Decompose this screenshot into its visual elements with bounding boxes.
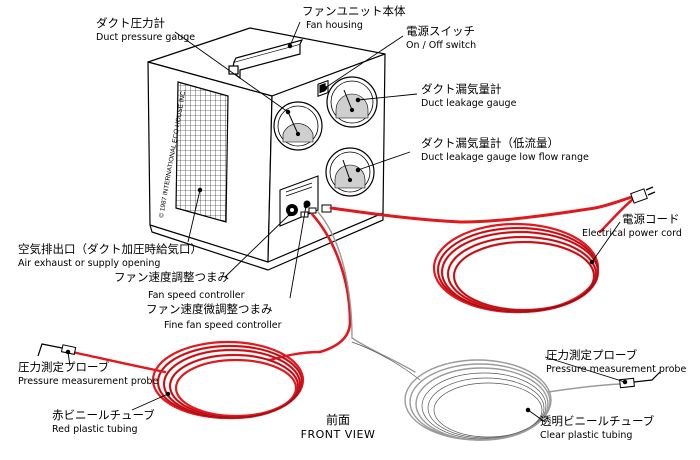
label-probe-right-jp: 圧力測定プローブ [546, 348, 638, 362]
housing-base [149, 213, 384, 271]
label-fan-housing-en: Fan housing [306, 19, 363, 31]
label-fan-housing: ファンユニット本体 Fan housing [302, 4, 406, 31]
label-clear-tubing: 透明ビニールチューブ Clear plastic tubing [540, 414, 655, 441]
label-fine-fan-speed-en: Fine fan speed controller [164, 319, 282, 331]
label-clear-tubing-en: Clear plastic tubing [540, 429, 633, 441]
duct-leakage-gauge-low [325, 147, 375, 197]
label-duct-pressure-gauge-en: Duct pressure gauge [96, 31, 196, 43]
label-red-tubing: 赤ビニールチューブ Red plastic tubing [52, 408, 155, 435]
probe-left [37, 343, 77, 357]
label-red-tubing-en: Red plastic tubing [52, 423, 138, 435]
label-air-exhaust: 空気排出口（ダクト加圧時給気口） Air exhaust or supply o… [18, 242, 202, 269]
view-title-jp: 前面 [325, 413, 350, 427]
label-probe-right-en: Pressure measurement probe [546, 363, 687, 375]
red-tubing [70, 212, 352, 420]
label-duct-pressure-gauge: ダクト圧力計 Duct pressure gauge [96, 16, 196, 43]
label-duct-leakage-gauge-en: Duct leakage gauge [421, 97, 517, 109]
label-fine-fan-speed-jp: ファン速度微調整つまみ [146, 302, 273, 316]
duct-leakage-gauge [326, 76, 378, 128]
label-fan-speed: ファン速度調整つまみ Fan speed controller [114, 270, 245, 301]
label-fine-fan-speed: ファン速度微調整つまみ Fine fan speed controller [146, 302, 282, 331]
label-fan-speed-jp: ファン速度調整つまみ [114, 270, 229, 284]
view-title: 前面 FRONT VIEW [296, 414, 380, 440]
clear-tubing [317, 211, 621, 441]
power-plug [630, 186, 656, 204]
label-duct-leakage-gauge-low: ダクト漏気量計（低流量） Duct leakage gauge low flow… [421, 136, 589, 163]
duct-pressure-gauge [273, 101, 323, 151]
leader-lines [65, 21, 628, 423]
power-cord [329, 195, 634, 314]
label-duct-leakage-gauge-low-jp: ダクト漏気量計（低流量） [421, 136, 559, 150]
label-probe-left-jp: 圧力測定プローブ [18, 360, 110, 374]
label-duct-leakage-gauge: ダクト漏気量計 Duct leakage gauge [421, 82, 517, 109]
label-power-cord: 電源コード Electrical power cord [582, 212, 682, 238]
label-power-switch-en: On / Off switch [406, 39, 477, 51]
label-duct-leakage-gauge-jp: ダクト漏気量計 [421, 82, 502, 96]
label-clear-tubing-jp: 透明ビニールチューブ [540, 414, 655, 428]
label-power-switch: 電源スイッチ On / Off switch [406, 24, 477, 51]
label-air-exhaust-en: Air exhaust or supply opening [18, 257, 161, 269]
label-power-cord-jp: 電源コード [622, 212, 680, 226]
label-duct-pressure-gauge-jp: ダクト圧力計 [96, 16, 165, 30]
label-power-cord-en: Electrical power cord [582, 227, 682, 239]
label-probe-left: 圧力測定プローブ Pressure measurement probe [18, 360, 159, 387]
label-red-tubing-jp: 赤ビニールチューブ [52, 408, 155, 422]
label-air-exhaust-jp: 空気排出口（ダクト加圧時給気口） [18, 242, 202, 256]
label-fan-speed-en: Fan speed controller [148, 289, 245, 301]
label-probe-right: 圧力測定プローブ Pressure measurement probe [546, 348, 687, 375]
label-power-switch-jp: 電源スイッチ [406, 24, 475, 38]
air-exhaust-grille [175, 81, 229, 223]
label-fan-housing-jp: ファンユニット本体 [302, 4, 406, 18]
label-duct-leakage-gauge-low-en: Duct leakage gauge low flow range [421, 151, 589, 163]
label-probe-left-en: Pressure measurement probe [18, 375, 159, 387]
view-title-en: FRONT VIEW [300, 428, 376, 441]
